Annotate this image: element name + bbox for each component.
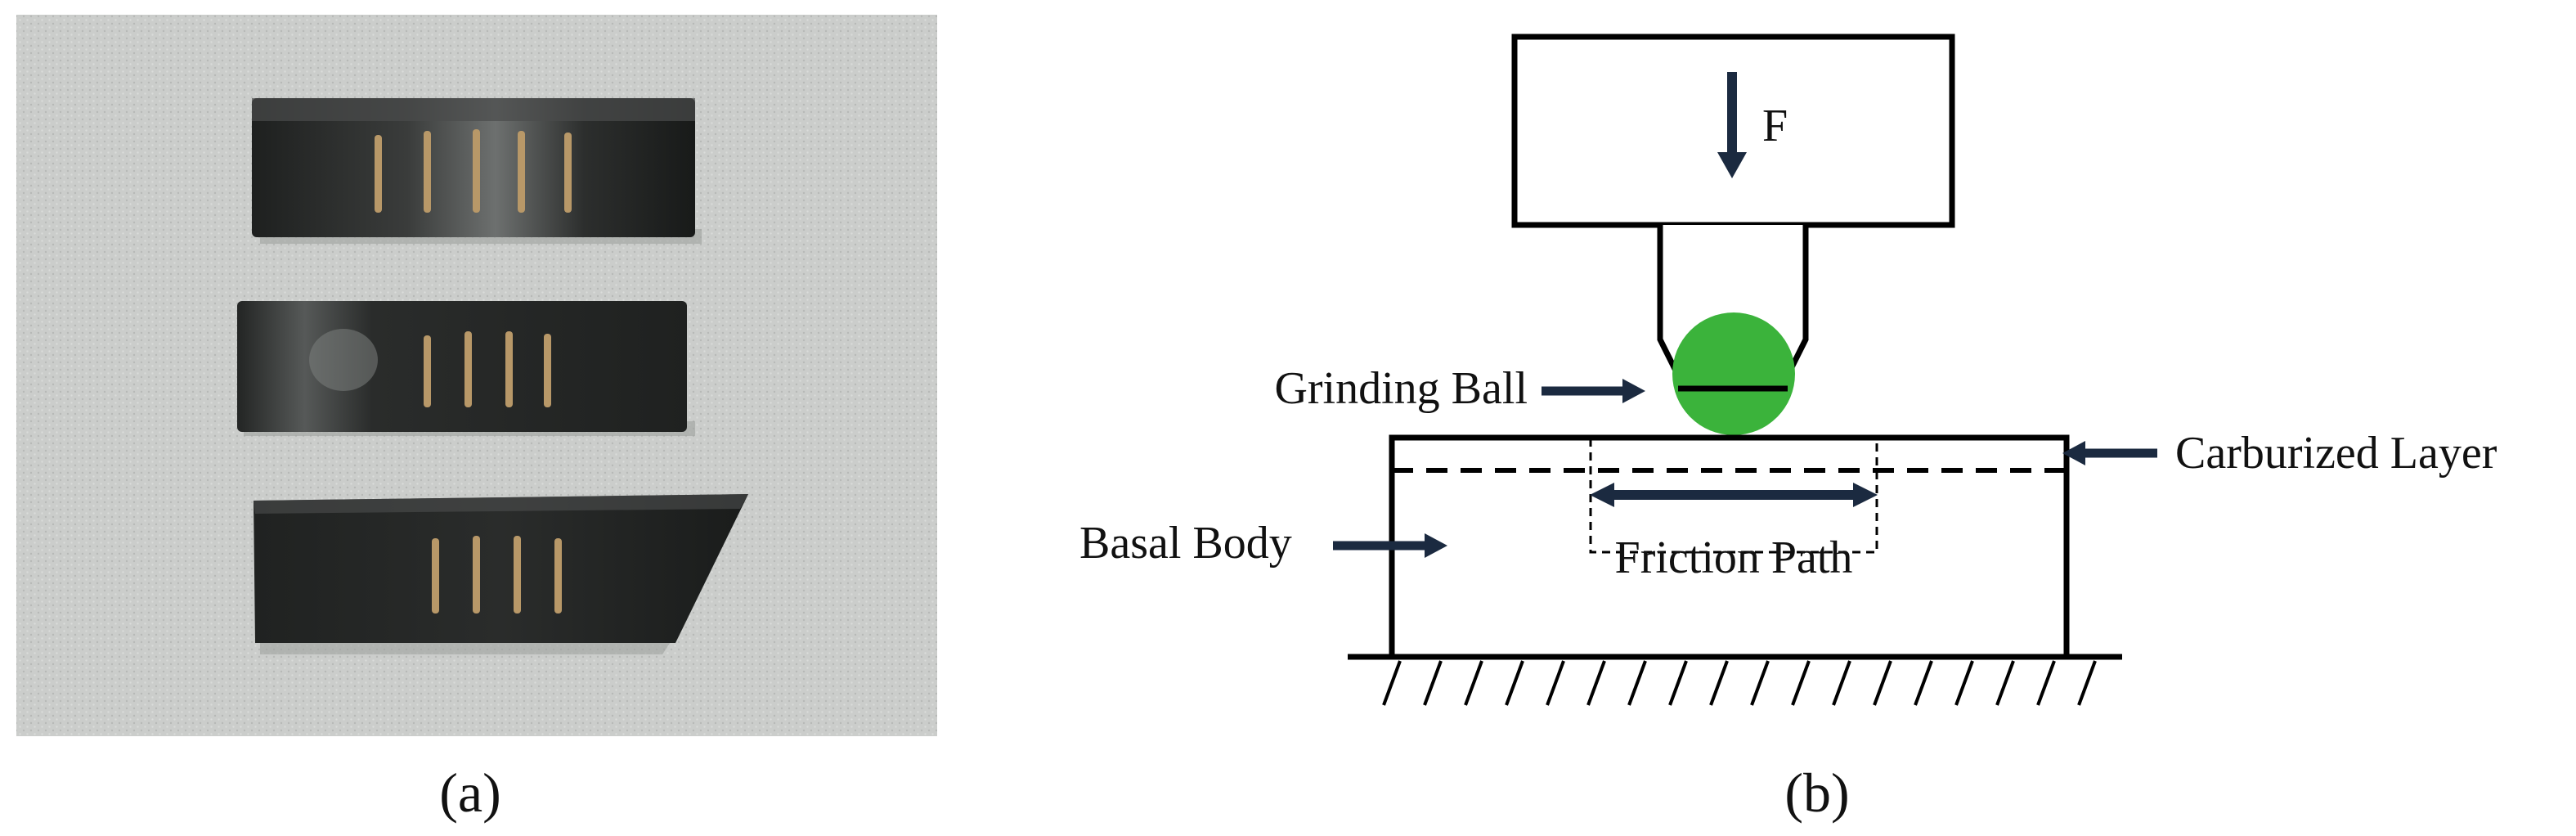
carburized-layer-label: Carburized Layer <box>2175 428 2497 479</box>
specimen-2-reflection <box>309 329 378 391</box>
force-arrow-head <box>1717 152 1747 178</box>
specimen-3-shadow <box>260 642 671 654</box>
panel-a: (a) <box>16 15 937 824</box>
panel-b-labels: F Grinding Ball Carburized Layer Basal B… <box>1079 101 2497 824</box>
specimen-3-track-1 <box>432 538 439 614</box>
panel-a-caption: (a) <box>439 762 500 824</box>
specimen-3-track-2 <box>473 536 480 614</box>
panel-b-caption: (b) <box>1784 762 1849 824</box>
specimen-1-top-face <box>252 98 695 121</box>
specimen-1 <box>252 98 702 244</box>
panel-b <box>1333 34 2157 706</box>
specimen-1-track-2 <box>424 131 431 213</box>
friction-path-arrowhead-left <box>1590 483 1614 507</box>
specimen-3-top-edge <box>254 494 748 514</box>
specimen-2-track-2 <box>464 331 472 407</box>
specimen-3 <box>254 494 748 654</box>
specimen-3-body <box>254 494 748 643</box>
specimen-2-body <box>237 301 687 432</box>
ground-hatching <box>1382 660 2097 706</box>
specimen-1-track-4 <box>518 131 525 213</box>
friction-path-label: Friction Path <box>1615 533 1853 583</box>
specimen-2 <box>237 301 695 436</box>
specimen-2-track-3 <box>505 331 513 407</box>
specimen-1-track-5 <box>564 133 572 213</box>
grinding-ball-pointer-head <box>1622 379 1645 403</box>
grinding-ball <box>1672 312 1795 435</box>
force-label: F <box>1762 101 1788 151</box>
basal-body-label: Basal Body <box>1079 518 1292 569</box>
grinding-ball-label: Grinding Ball <box>1274 363 1528 414</box>
carburized-layer-pointer-head <box>2062 441 2085 465</box>
specimen-2-track-4 <box>544 334 551 407</box>
specimen-1-track-1 <box>375 135 382 213</box>
specimen-3-track-3 <box>514 536 521 614</box>
specimen-1-track-3 <box>473 129 480 213</box>
specimen-3-track-4 <box>554 538 562 614</box>
friction-path-arrowhead-right <box>1853 483 1878 507</box>
specimen-2-track-1 <box>424 335 431 407</box>
basal-body-pointer-head <box>1425 533 1447 558</box>
